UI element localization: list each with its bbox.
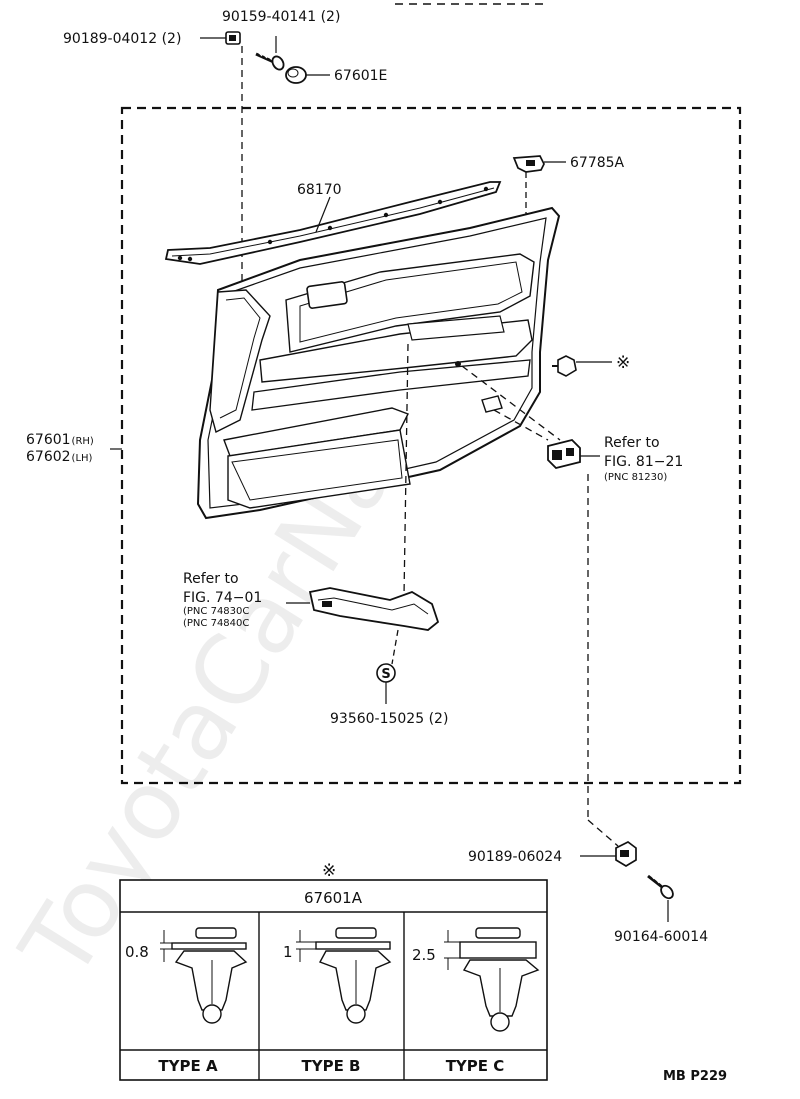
weatherstrip-icon [164,181,502,265]
clip-type-b-icon [315,927,392,1024]
leader-screw-s-dashed [391,629,399,665]
handle-ref-pnc2: (PNC 74840C [183,618,249,629]
clip-top-icon [225,31,241,45]
label-screw-top: 90159-40141 (2) [222,9,340,25]
dim-type-c [444,930,472,970]
clip-type-c-icon [459,927,540,1032]
dim-type-b [296,930,330,962]
clip-bottom-icon [615,841,637,867]
label-clip-upper-right: 67785A [570,155,625,171]
label-panel-rh: 67601(RH) [26,432,94,448]
screw-s-mark: S [381,667,390,682]
label-weatherstrip: 68170 [297,182,342,198]
dim-type-a-value: 0.8 [125,943,149,961]
label-screw-s: 93560-15025 (2) [330,711,448,727]
handle-ref-pnc1: (PNC 74830C [183,606,249,617]
cap-icon [285,66,307,84]
screw-bottom-icon [647,873,674,900]
dim-type-c-value: 2.5 [412,946,436,964]
table-mark: ※ [322,861,336,881]
type-a-label: TYPE A [158,1057,218,1075]
label-clip-bottom: 90189-06024 [468,849,562,865]
assembly-boundary [120,106,742,785]
panel-clip-icon [552,355,577,377]
table-title: 67601A [304,889,363,907]
switch-ref-line2: FIG. 81−21 [604,454,683,470]
label-panel-lh: 67602(LH) [26,449,93,465]
clip-type-a-icon [171,927,248,1024]
pull-handle-icon [308,587,440,631]
leader-handle-dashed [403,343,409,597]
leader-switch-hole [493,409,549,441]
panel-clip-mark: ※ [616,353,630,373]
label-clip-top: 90189-04012 (2) [63,31,181,47]
dim-type-a [160,930,190,962]
leader-switch-dashed [461,365,561,441]
handle-ref-line2: FIG. 74−01 [183,590,262,606]
clip-type-table [119,879,548,1081]
leader-bottom-diag [587,819,619,847]
type-c-label: TYPE C [446,1057,505,1075]
label-screw-bottom: 90164-60014 [614,929,708,945]
dim-type-b-value: 1 [283,943,293,961]
leader-weatherstrip [315,196,331,233]
screw-top-icon [255,51,285,71]
handle-ref-line1: Refer to [183,571,239,587]
page-code: MB P229 [663,1069,727,1084]
window-switch-icon [547,439,581,469]
clip-upper-right-icon [512,155,545,173]
switch-ref-pnc: (PNC 81230) [604,472,667,483]
door-trim-panel-icon [196,206,561,520]
switch-ref-line1: Refer to [604,435,660,451]
type-b-label: TYPE B [302,1057,361,1075]
label-cap: 67601E [334,68,387,84]
